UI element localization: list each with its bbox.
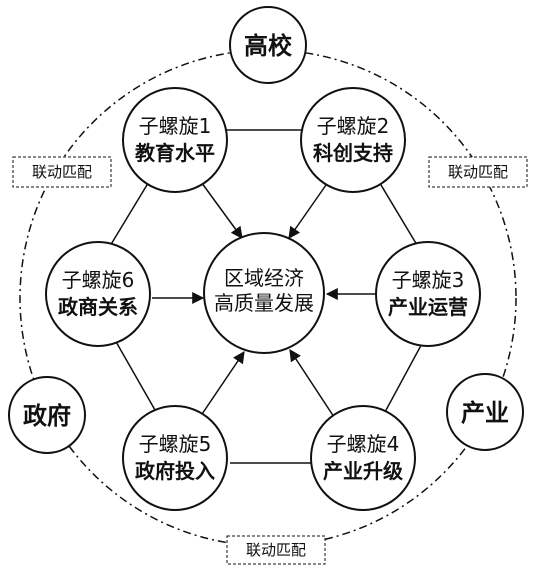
linkage-ring	[19, 49, 517, 547]
linkage-label-bottom: 联动匹配	[226, 535, 326, 565]
spiral-circle	[310, 405, 416, 511]
spiral-node-3: 子螺旋3 产业运营	[375, 241, 481, 347]
spiral-title: 子螺旋5	[139, 432, 212, 456]
arrow-1-center	[195, 174, 243, 239]
spiral-node-5: 子螺旋5 政府投入	[122, 405, 228, 511]
spiral-subtitle: 政商关系	[58, 295, 138, 319]
center-line1: 区域经济	[224, 266, 304, 290]
arrow-4-center	[289, 348, 337, 421]
spiral-subtitle: 科创支持	[313, 141, 393, 165]
actor-circle	[446, 373, 524, 451]
arrow-2-center	[288, 174, 334, 239]
actor-university: 高校	[229, 6, 307, 84]
spiral-title: 子螺旋3	[392, 268, 465, 292]
linkage-label-right: 联动匹配	[428, 156, 528, 188]
center-node: 区域经济 高质量发展	[203, 232, 325, 354]
link-6-1	[109, 179, 151, 247]
spiral-title: 子螺旋2	[317, 114, 390, 138]
arrow-5-center	[197, 351, 245, 421]
actor-label: 高校	[244, 32, 293, 60]
linkage-label-left: 联动匹配	[12, 156, 112, 188]
linkage-text: 联动匹配	[246, 541, 306, 559]
link-3-4	[384, 337, 426, 413]
linkage-box	[428, 156, 528, 188]
link-2-3	[377, 179, 421, 251]
actor-industry: 产业	[446, 373, 524, 451]
linkage-text: 联动匹配	[32, 163, 92, 181]
linkage-box	[226, 535, 326, 565]
center-line2: 高质量发展	[214, 291, 314, 315]
spiral-title: 子螺旋4	[327, 432, 400, 456]
actor-label: 政府	[23, 402, 71, 430]
spiral-title: 子螺旋1	[139, 114, 212, 138]
spiral-node-1: 子螺旋1 教育水平	[122, 87, 228, 193]
spiral-circle	[45, 241, 151, 347]
spiral-subtitle: 教育水平	[135, 141, 215, 165]
actor-circle	[8, 376, 86, 454]
center-circle	[203, 232, 325, 354]
spiral-circle	[300, 87, 406, 193]
spiral-circle	[122, 405, 228, 511]
spiral-subtitle: 政府投入	[135, 459, 215, 483]
spiral-node-2: 子螺旋2 科创支持	[300, 87, 406, 193]
actor-circle	[229, 6, 307, 84]
actor-government: 政府	[8, 376, 86, 454]
spiral-circle	[122, 87, 228, 193]
link-5-6	[114, 339, 156, 411]
linkage-text: 联动匹配	[448, 163, 508, 181]
spiral-subtitle: 产业升级	[323, 459, 403, 483]
hexagon-links	[109, 129, 426, 464]
actor-label: 产业	[461, 399, 509, 427]
linkage-box	[12, 156, 112, 188]
spiral-subtitle: 产业运营	[388, 295, 468, 319]
spiral-circle	[375, 241, 481, 347]
spiral-node-6: 子螺旋6 政商关系	[45, 241, 151, 347]
spiral-node-4: 子螺旋4 产业升级	[310, 405, 416, 511]
spiral-title: 子螺旋6	[62, 268, 135, 292]
influence-arrows	[152, 174, 378, 421]
